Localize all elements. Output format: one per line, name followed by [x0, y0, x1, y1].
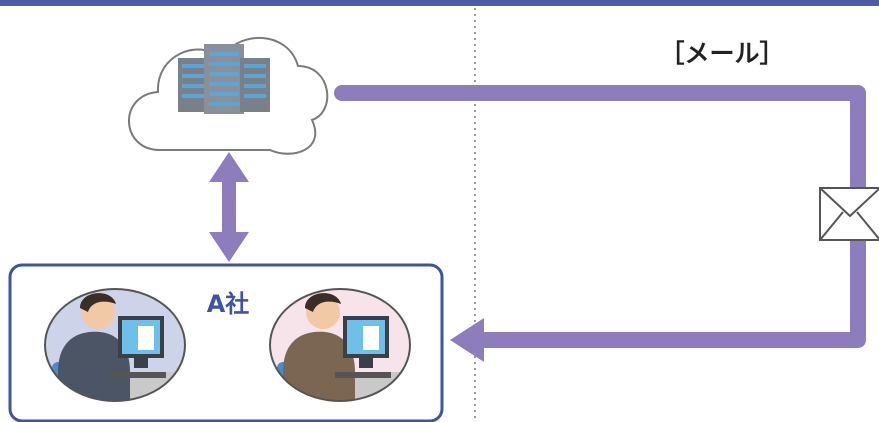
top-bar	[0, 0, 879, 6]
company-label: A社	[207, 290, 250, 318]
envelope-icon	[819, 187, 879, 241]
mail-label: ［メール］	[659, 39, 784, 68]
server-cloud-icon	[128, 36, 329, 155]
mail-flow-arrowhead	[450, 318, 484, 362]
office-worker-icon	[269, 288, 411, 402]
server-rack-icon	[178, 44, 270, 114]
sync-double-arrow	[209, 152, 249, 262]
